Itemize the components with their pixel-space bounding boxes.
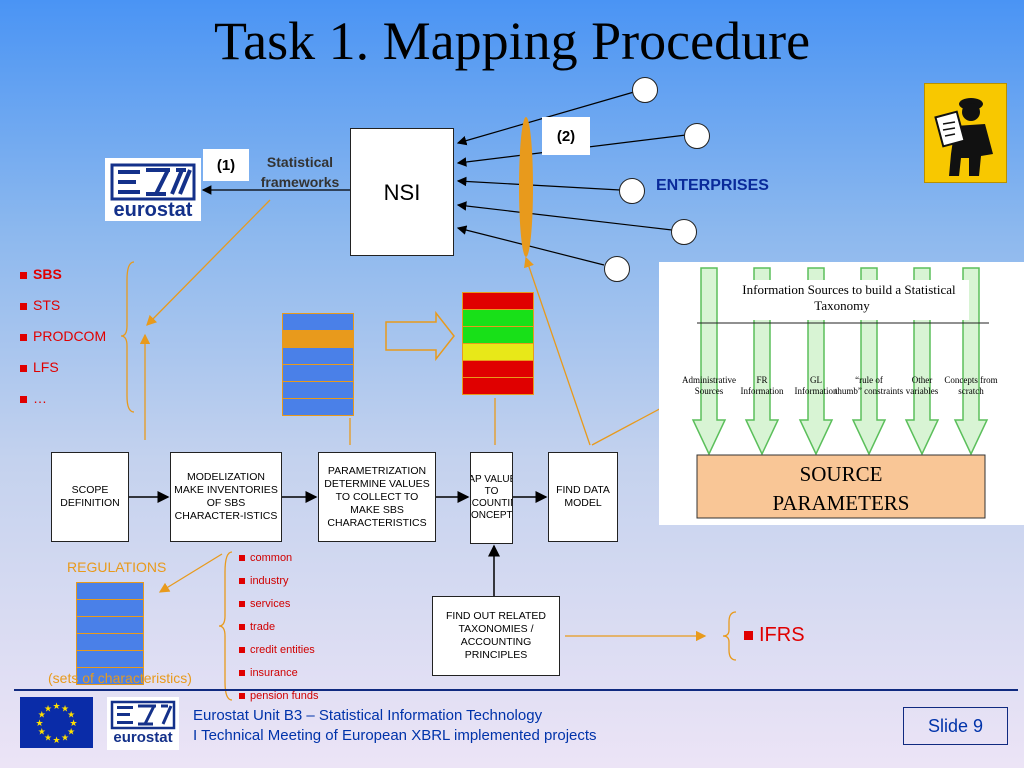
info-sources-title: Information Sources to build a Statistic…	[742, 282, 956, 297]
enterprise-circle	[671, 219, 697, 245]
sector-list: common industry services trade credit en…	[239, 547, 319, 708]
enterprise-circle	[619, 178, 645, 204]
eurostat-logo-icon	[110, 163, 196, 201]
page-title: Task 1. Mapping Procedure	[213, 11, 811, 71]
regulations-label: REGULATIONS	[67, 559, 167, 575]
list-item: common	[239, 547, 319, 570]
eurostat-footer-logo: eurostat	[107, 697, 179, 750]
eu-flag-icon: ★★★★★★★★★★★★	[20, 697, 93, 748]
info-sources-title: Taxonomy	[814, 298, 870, 313]
enterprise-circle	[604, 256, 630, 282]
list-item: credit entities	[239, 639, 319, 662]
statistical-frameworks-label: Statistical frameworks	[260, 154, 340, 190]
enterprises-label: ENTERPRISES	[656, 177, 769, 194]
eu-star-icon: ★	[52, 735, 60, 745]
eu-star-icon: ★	[35, 718, 43, 728]
eu-star-icon: ★	[61, 703, 69, 713]
list-item: LFS	[20, 352, 106, 383]
footer-line2: I Technical Meeting of European XBRL imp…	[193, 727, 597, 744]
source-label: scratch	[958, 386, 984, 396]
source-label: Information	[741, 386, 784, 396]
footer-line1: Eurostat Unit B3 – Statistical Informati…	[193, 707, 543, 724]
footer-text: Eurostat Unit B3 – Statistical Informati…	[193, 706, 597, 746]
eu-star-icon: ★	[69, 718, 77, 728]
source-label: thumb” constraints	[835, 386, 904, 396]
enterprise-circle	[632, 77, 658, 103]
eu-star-icon: ★	[61, 733, 69, 743]
regulations-table	[76, 582, 144, 685]
enterprise-circle	[684, 123, 710, 149]
eu-star-icon: ★	[44, 703, 52, 713]
list-item: services	[239, 593, 319, 616]
eu-star-icon: ★	[52, 701, 60, 711]
statistics-list: SBS STS PRODCOM LFS …	[20, 259, 106, 414]
table-row	[462, 310, 534, 327]
source-label: FR	[756, 375, 767, 385]
source-label: Administrative	[682, 375, 736, 385]
eu-star-icon: ★	[67, 727, 75, 737]
scope-definition-box: SCOPE DEFINITION	[51, 452, 129, 542]
eurostat-logo-text: eurostat	[113, 729, 173, 746]
list-item: PRODCOM	[20, 321, 106, 352]
source-parameters-box	[696, 454, 986, 519]
list-item: trade	[239, 616, 319, 639]
list-item: insurance	[239, 662, 319, 685]
footer-divider	[14, 689, 1018, 691]
source-label: “rule of	[855, 375, 883, 385]
eurostat-logo: eurostat	[105, 158, 201, 221]
eu-star-icon: ★	[44, 733, 52, 743]
eu-star-icon: ★	[38, 727, 46, 737]
worker-icon	[924, 83, 1007, 183]
source-parameters-label: PARAMETERS	[773, 491, 910, 515]
source-label: Sources	[695, 386, 724, 396]
source-parameters-label: SOURCE	[800, 462, 883, 486]
table-row	[462, 292, 534, 310]
list-item: …	[20, 383, 106, 414]
eurostat-logo-text: eurostat	[113, 199, 193, 221]
sets-of-characteristics-label: (sets of characteristics)	[48, 670, 192, 686]
step2-label: (2)	[542, 117, 590, 155]
source-label: Other	[912, 375, 933, 385]
eurostat-logo-icon	[110, 700, 176, 730]
list-item: pension funds	[239, 685, 319, 708]
slide-number: Slide 9	[903, 707, 1008, 745]
source-label: GL	[810, 375, 822, 385]
modelization-box: MODELIZATION MAKE INVENTORIES OF SBS CHA…	[170, 452, 282, 542]
characteristics-table	[282, 313, 354, 416]
source-label: Information	[795, 386, 838, 396]
table-row	[462, 378, 534, 395]
find-data-model-box: FIND DATA MODEL	[548, 452, 618, 542]
table-row	[462, 344, 534, 361]
mapped-values-table	[462, 292, 534, 395]
information-sources-panel: Information Sources to build a Statistic…	[659, 262, 1024, 525]
list-item: industry	[239, 570, 319, 593]
eu-star-icon: ★	[67, 710, 75, 720]
ifrs-label: IFRS	[744, 624, 805, 647]
step1-label: (1)	[203, 149, 249, 181]
information-sources-diagram: Information Sources to build a Statistic…	[682, 267, 998, 519]
map-values-box: MAP VALUES TO ACCOUNTING CONCEPTS	[470, 452, 513, 544]
source-label: Concepts from	[944, 375, 997, 385]
find-taxonomies-box: FIND OUT RELATED TAXONOMIES / ACCOUNTING…	[432, 596, 560, 676]
parametrization-box: PARAMETRIZATION DETERMINE VALUES TO COLL…	[318, 452, 436, 542]
table-row	[462, 361, 534, 378]
nsi-box: NSI	[350, 128, 454, 256]
source-label: variables	[906, 386, 939, 396]
eu-star-icon: ★	[38, 710, 46, 720]
table-row	[462, 327, 534, 344]
source-arrow-icon	[691, 267, 727, 456]
list-item: STS	[20, 290, 106, 321]
list-item: SBS	[20, 259, 106, 290]
